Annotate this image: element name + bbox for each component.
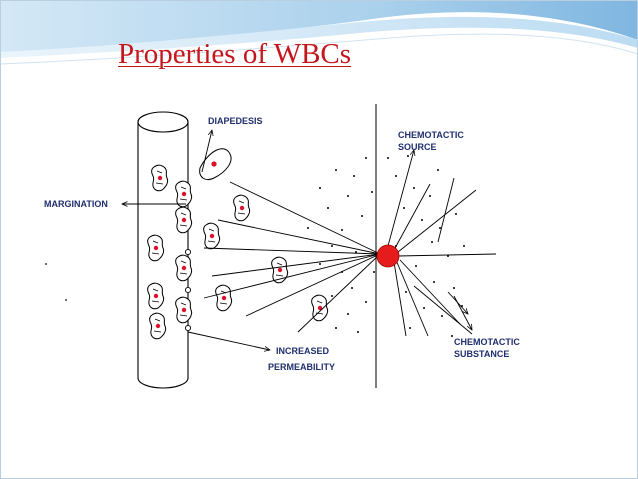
chemotactic-dots xyxy=(45,155,465,337)
chemotactic-gradient-lines xyxy=(203,150,497,337)
header-wave-decoration xyxy=(0,0,638,65)
label-pointers xyxy=(122,130,472,350)
label-chemotactic-substance-2: SUBSTANCE xyxy=(454,349,509,359)
white-blood-cells xyxy=(147,164,329,340)
wbc-properties-diagram: DIAPEDESIS MARGINATION CHEMOTACTIC SOURC… xyxy=(44,104,520,389)
label-chemotactic-source-2: SOURCE xyxy=(398,142,437,152)
label-increased: INCREASED xyxy=(276,346,330,356)
label-permeability: PERMEABILITY xyxy=(268,362,335,372)
chemotactic-source-marker xyxy=(376,244,400,268)
label-chemotactic-substance-1: CHEMOTACTIC xyxy=(454,337,520,347)
label-chemotactic-source-1: CHEMOTACTIC xyxy=(398,130,464,140)
emigrating-cell xyxy=(199,148,232,181)
label-margination: MARGINATION xyxy=(44,199,108,209)
slide-title: Properties of WBCs xyxy=(118,38,352,70)
label-diapedesis: DIAPEDESIS xyxy=(208,116,263,126)
